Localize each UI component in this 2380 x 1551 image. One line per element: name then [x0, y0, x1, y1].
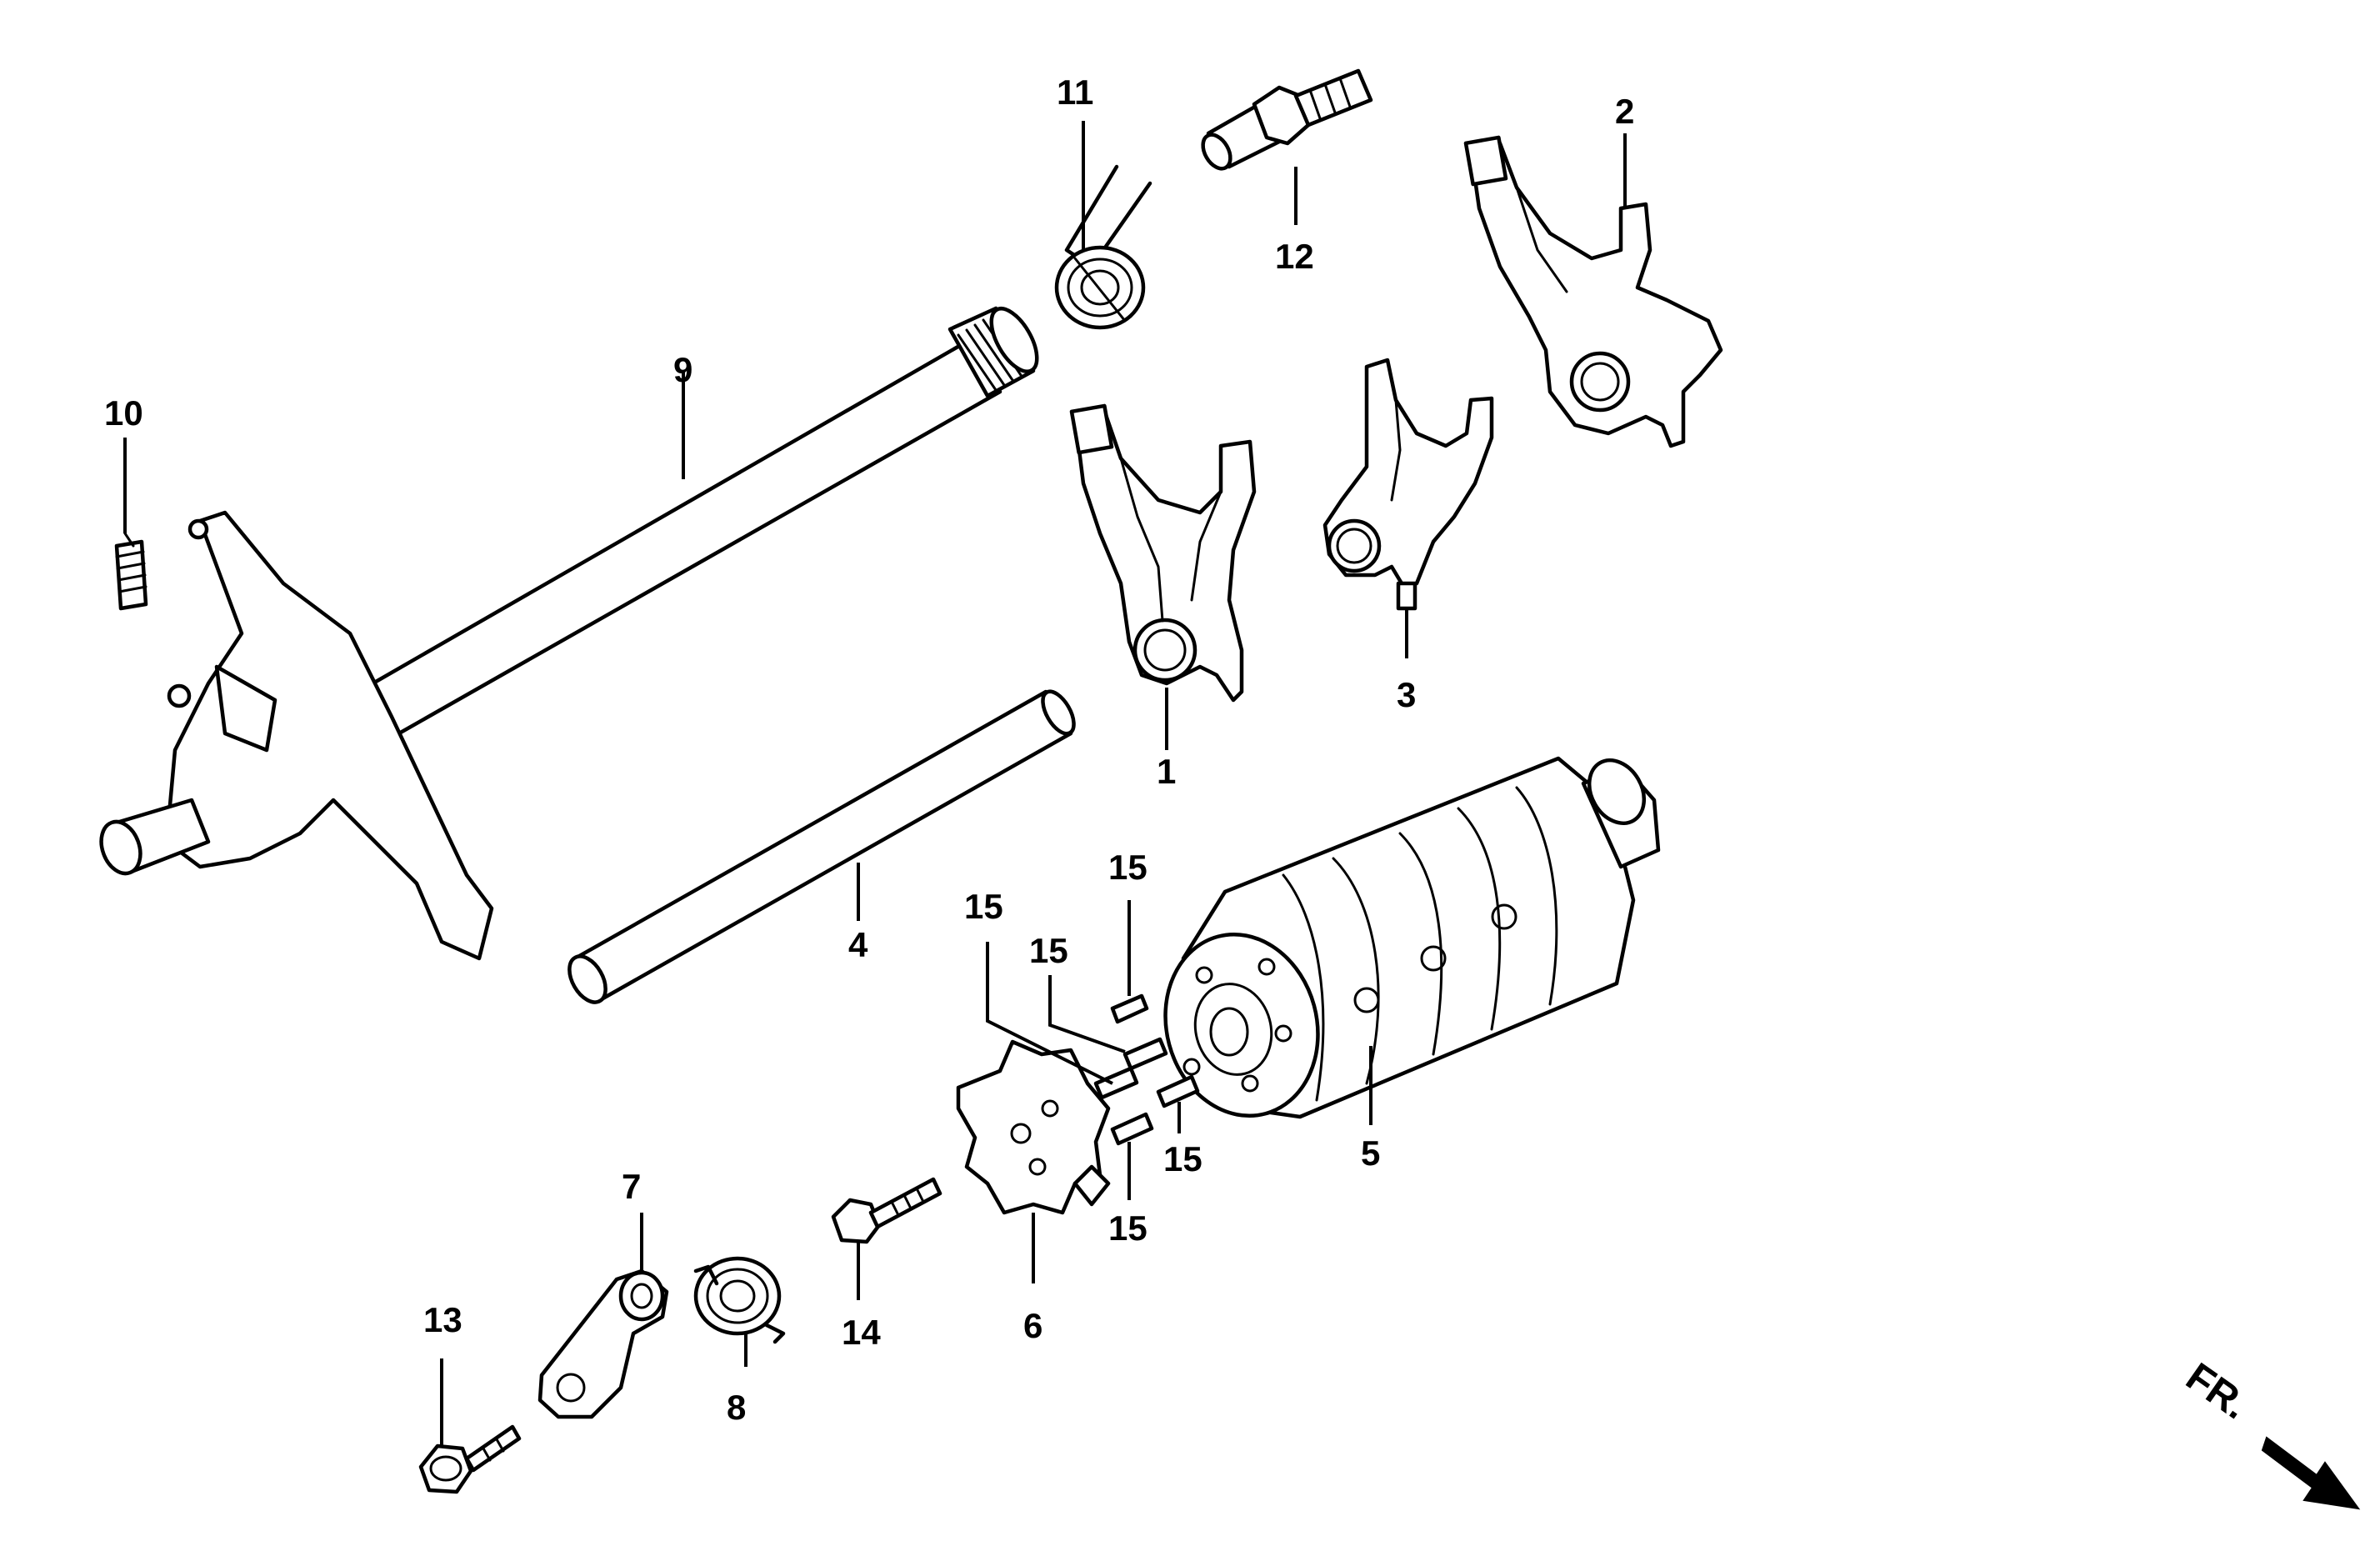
callout-9: 9	[673, 350, 692, 389]
shift-fork-small	[1322, 358, 1494, 611]
leader-lines	[123, 121, 1627, 1446]
dowel-pins	[1093, 993, 1200, 1146]
callout-1: 1	[1157, 752, 1176, 791]
callout-5: 5	[1361, 1133, 1380, 1173]
callout-15-top: 15	[1108, 848, 1148, 887]
callout-13: 13	[423, 1300, 462, 1339]
return-spring	[114, 532, 148, 611]
front-direction-label: FR.	[2178, 1355, 2257, 1428]
callout-14: 14	[842, 1313, 881, 1352]
gearshift-spindle-shaft	[99, 306, 1039, 961]
gearshift-drum	[1163, 756, 1661, 1119]
callout-10: 10	[104, 393, 143, 433]
callouts: 1 2 3 4 5 6 7 8 9 10 11 12 13 14 15 15 1…	[104, 73, 1634, 1427]
callout-15-mid: 15	[1029, 931, 1068, 970]
callout-15-right: 15	[1163, 1139, 1202, 1178]
callout-6: 6	[1023, 1306, 1042, 1345]
stopper-arm-spring-coil	[693, 1256, 786, 1344]
shift-fork-shaft	[568, 689, 1076, 1004]
front-direction-arrow-icon: FR.	[2178, 1355, 2361, 1510]
stopper-arm-spring	[1054, 164, 1152, 330]
drum-stopper-arm	[538, 1268, 669, 1419]
shift-fork-center	[1069, 403, 1257, 703]
drum-stopper-star	[956, 1039, 1111, 1215]
callout-7: 7	[622, 1167, 641, 1206]
callout-12: 12	[1275, 237, 1314, 276]
callout-15-left: 15	[964, 887, 1003, 926]
callout-3: 3	[1397, 675, 1416, 714]
drum-center-bolt	[831, 1177, 942, 1244]
stopper-arm-bolt	[418, 1424, 522, 1494]
shift-fork-right	[1463, 135, 1723, 448]
callout-4: 4	[848, 925, 868, 964]
callout-15-bottom: 15	[1108, 1208, 1148, 1248]
stud-bolt	[1201, 68, 1373, 171]
callout-11: 11	[1057, 73, 1093, 112]
callout-2: 2	[1615, 92, 1634, 131]
callout-8: 8	[727, 1388, 746, 1427]
